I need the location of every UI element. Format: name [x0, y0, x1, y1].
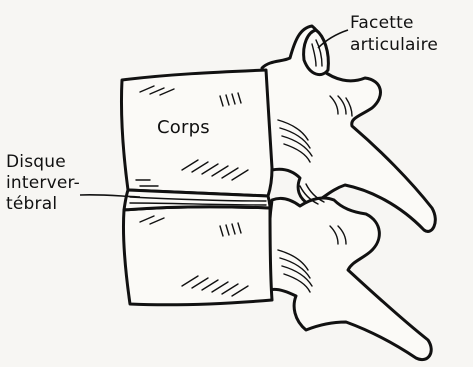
lower-spinous-process — [269, 198, 432, 360]
facette-articulaire-shape — [304, 30, 329, 75]
label-facette-articulaire: Facette articulaire — [350, 12, 438, 56]
lower-vertebral-body — [123, 207, 272, 305]
label-corps: Corps — [157, 118, 210, 138]
label-disque-intervertebral: Disque interver- tébral — [6, 152, 80, 215]
